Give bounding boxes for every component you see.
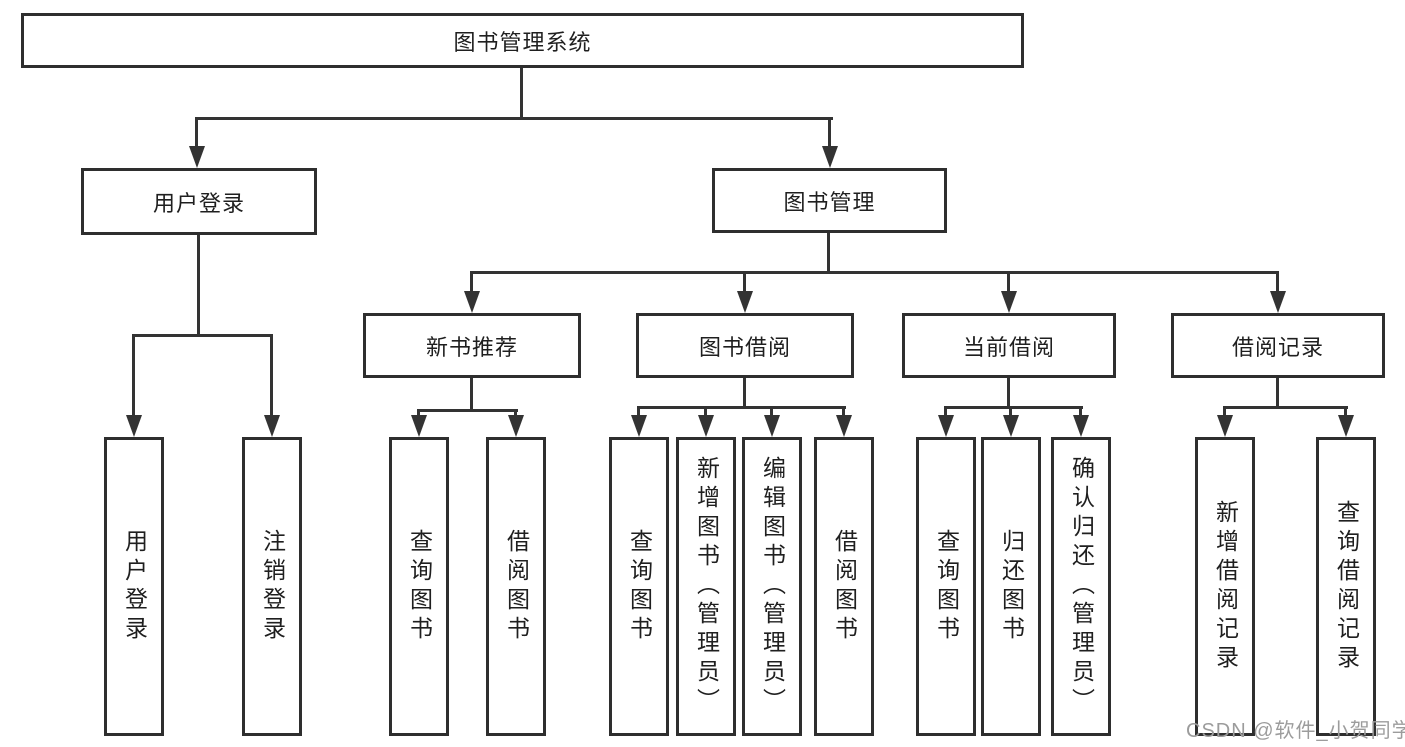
connector-vline xyxy=(1007,378,1010,409)
connector-vline xyxy=(944,409,947,418)
leaf-add-borrow-record: 新增借阅记录 xyxy=(1195,437,1255,736)
connector-vline xyxy=(195,120,198,148)
connector-vline xyxy=(770,409,773,418)
connector-vline xyxy=(704,409,707,418)
leaf-query-books-current: 查询图书 xyxy=(916,437,976,736)
arrowhead-down xyxy=(508,415,524,437)
connector-hline xyxy=(195,117,833,120)
arrowhead-down xyxy=(631,415,647,437)
arrowhead-down xyxy=(737,291,753,313)
node-current-borrow: 当前借阅 xyxy=(902,313,1116,378)
connector-hline xyxy=(470,271,1279,274)
connector-vline xyxy=(270,337,273,417)
arrowhead-down xyxy=(764,415,780,437)
arrowhead-down xyxy=(1073,415,1089,437)
leaf-query-books-borrow: 查询图书 xyxy=(609,437,669,736)
connector-vline xyxy=(1009,409,1012,418)
leaf-confirm-return-admin: 确认归还（管理员） xyxy=(1051,437,1111,736)
arrowhead-down xyxy=(189,146,205,168)
node-book-borrow: 图书借阅 xyxy=(636,313,854,378)
arrowhead-down xyxy=(1003,415,1019,437)
arrowhead-down xyxy=(1270,291,1286,313)
connector-vline xyxy=(470,378,473,412)
leaf-borrow-books-borrow: 借阅图书 xyxy=(814,437,874,736)
connector-hline xyxy=(417,409,518,412)
arrowhead-down xyxy=(698,415,714,437)
node-book-management: 图书管理 xyxy=(712,168,947,233)
connector-hline xyxy=(132,334,273,337)
node-user-login: 用户登录 xyxy=(81,168,317,235)
leaf-return-book: 归还图书 xyxy=(981,437,1041,736)
leaf-borrow-books-newbook: 借阅图书 xyxy=(486,437,546,736)
leaf-user-login: 用户登录 xyxy=(104,437,164,736)
connector-vline xyxy=(828,120,831,148)
leaf-add-book-admin: 新增图书（管理员） xyxy=(676,437,736,736)
node-new-book-recommend: 新书推荐 xyxy=(363,313,581,378)
connector-vline xyxy=(637,409,640,418)
connector-vline xyxy=(1276,274,1279,293)
watermark: CSDN @软件_小贺同学 xyxy=(1186,720,1405,742)
arrowhead-down xyxy=(1217,415,1233,437)
arrowhead-down xyxy=(1338,415,1354,437)
connector-hline xyxy=(944,406,1083,409)
connector-vline xyxy=(470,274,473,293)
arrowhead-down xyxy=(938,415,954,437)
connector-vline xyxy=(1079,409,1082,418)
arrowhead-down xyxy=(836,415,852,437)
leaf-query-books-newbook: 查询图书 xyxy=(389,437,449,736)
connector-hline xyxy=(637,406,846,409)
leaf-query-borrow-record: 查询借阅记录 xyxy=(1316,437,1376,736)
arrowhead-down xyxy=(464,291,480,313)
arrowhead-down xyxy=(126,415,142,437)
connector-vline xyxy=(132,337,135,417)
arrowhead-down xyxy=(1001,291,1017,313)
connector-vline xyxy=(520,68,523,120)
connector-vline xyxy=(197,235,200,337)
node-borrow-records: 借阅记录 xyxy=(1171,313,1385,378)
leaf-edit-book-admin: 编辑图书（管理员） xyxy=(742,437,802,736)
node-root: 图书管理系统 xyxy=(21,13,1024,68)
connector-vline xyxy=(1007,274,1010,293)
connector-vline xyxy=(1276,378,1279,409)
connector-vline xyxy=(842,409,845,418)
arrowhead-down xyxy=(411,415,427,437)
connector-vline xyxy=(1344,409,1347,418)
leaf-logout: 注销登录 xyxy=(242,437,302,736)
arrowhead-down xyxy=(264,415,280,437)
connector-hline xyxy=(1223,406,1348,409)
connector-vline xyxy=(743,378,746,409)
connector-vline xyxy=(1223,409,1226,418)
connector-vline xyxy=(743,274,746,293)
connector-vline xyxy=(827,233,830,274)
arrowhead-down xyxy=(822,146,838,168)
